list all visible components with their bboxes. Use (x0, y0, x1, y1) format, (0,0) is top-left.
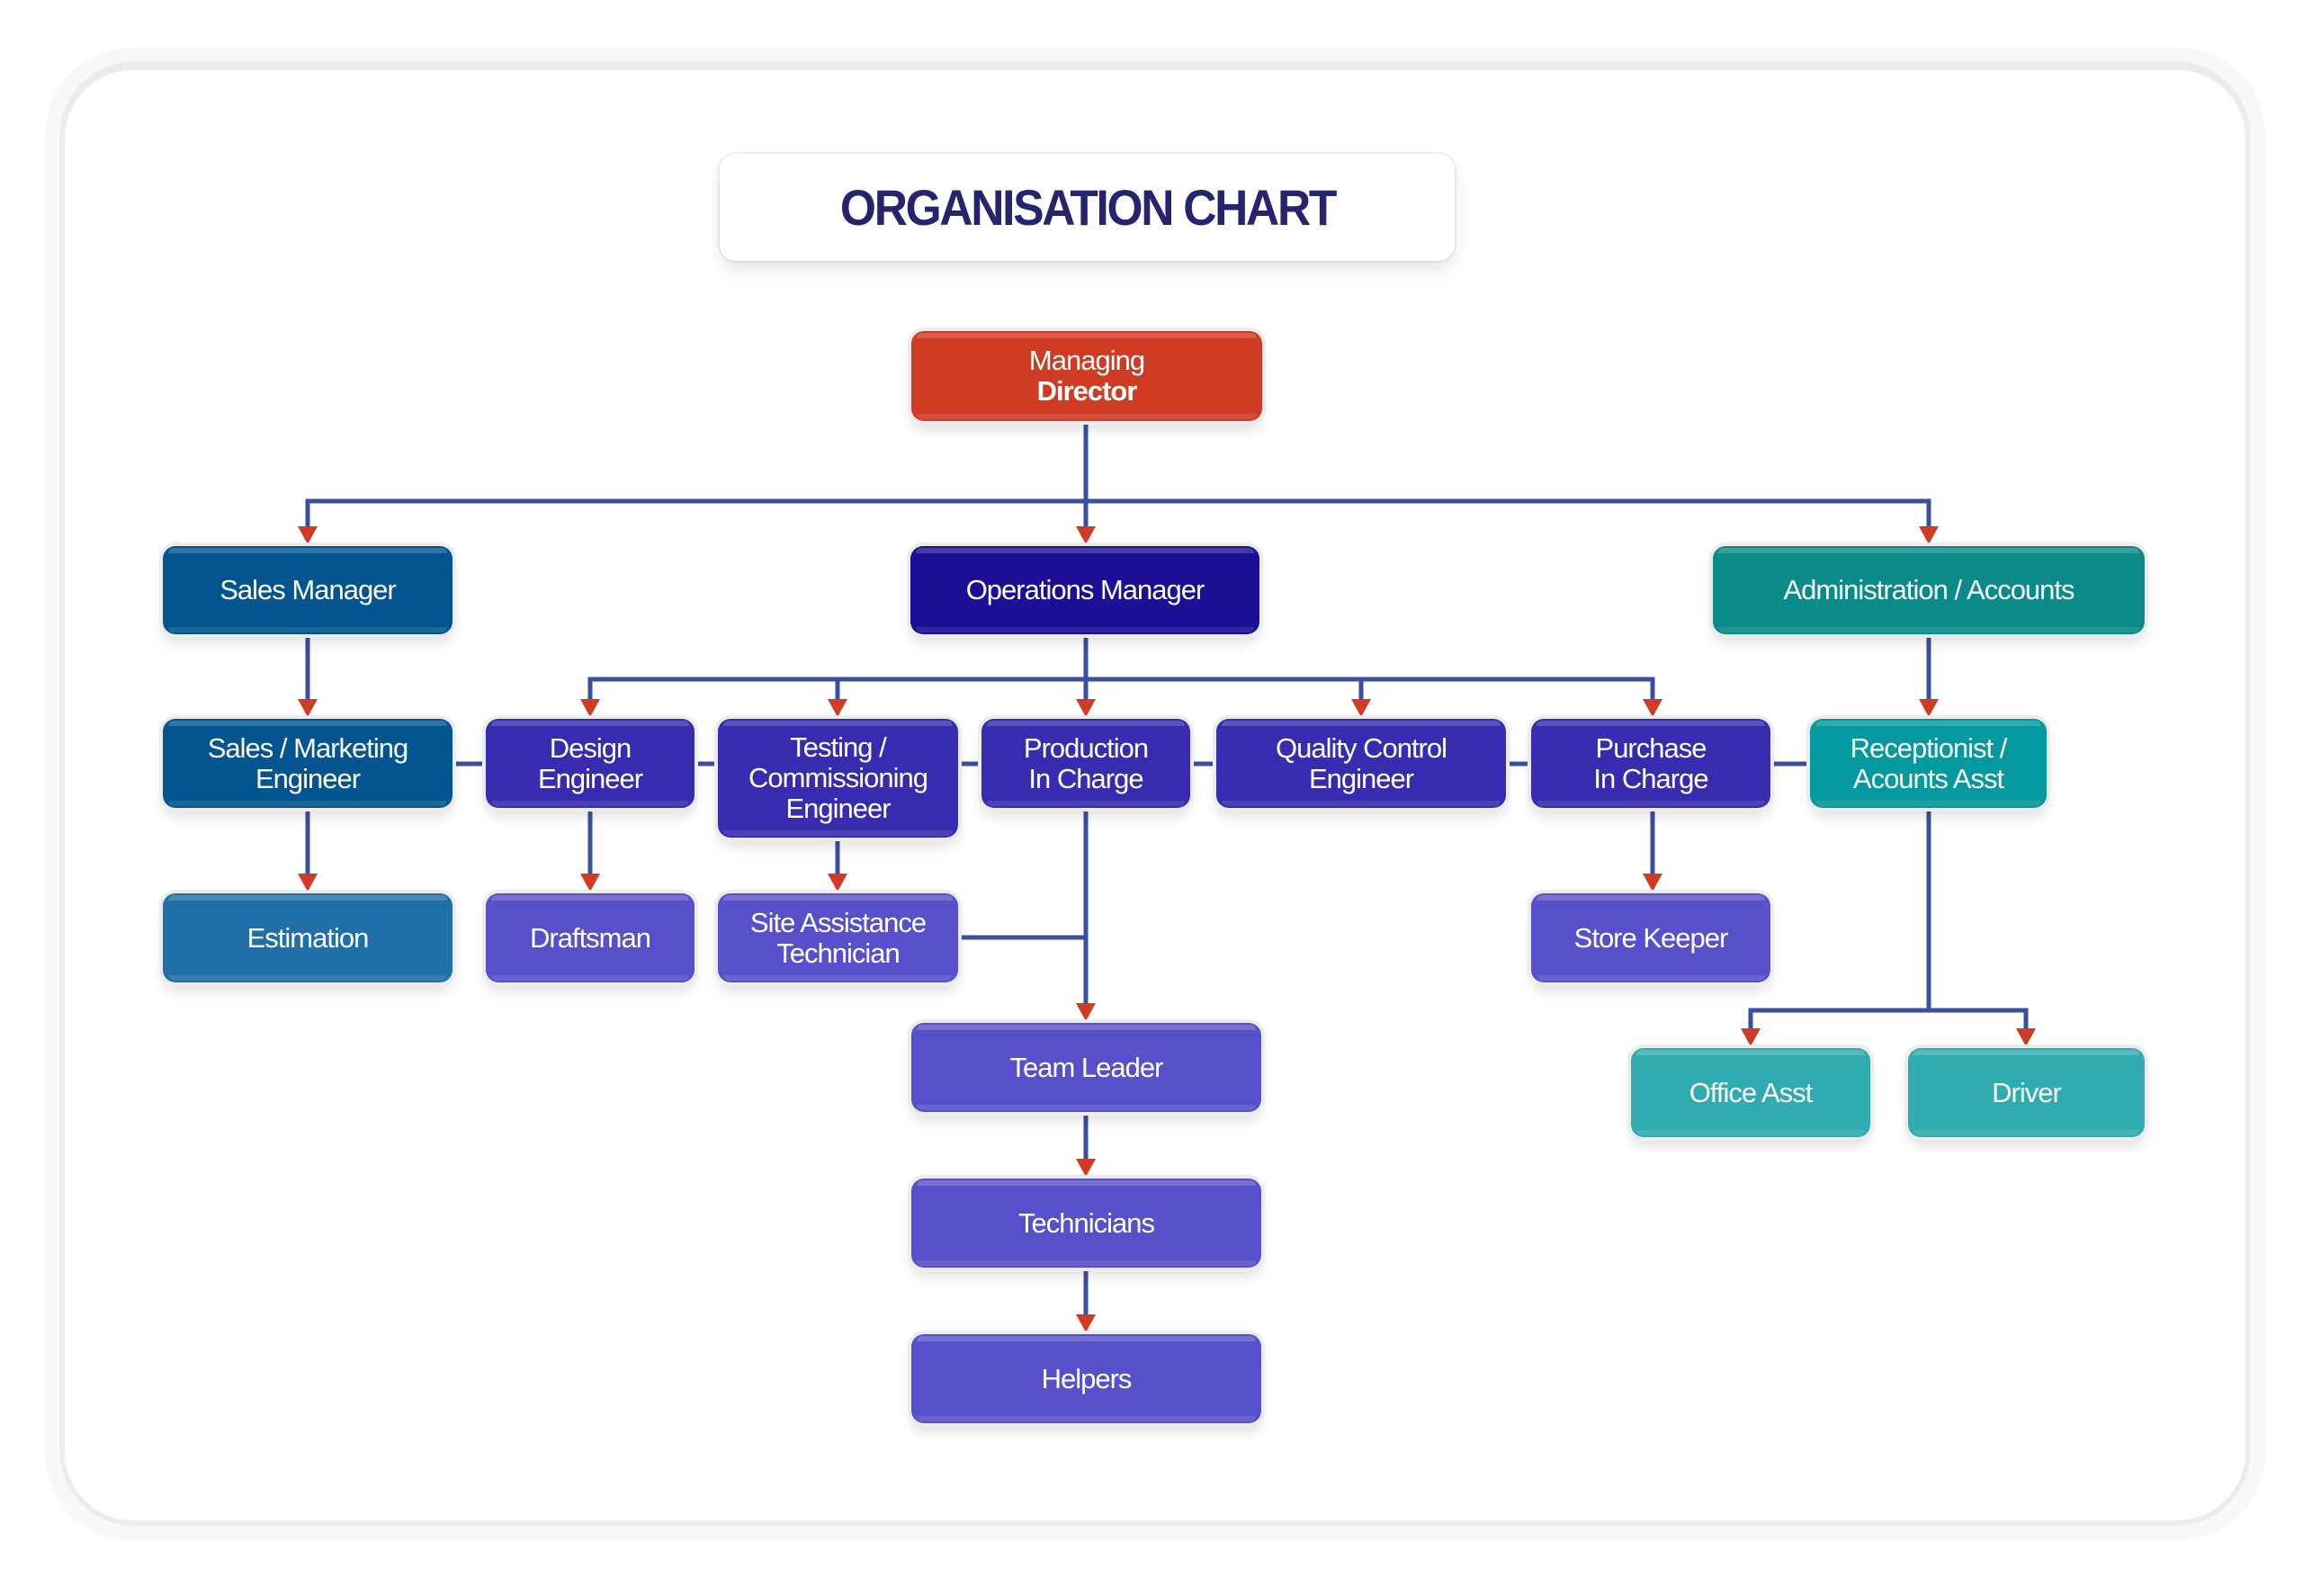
node-label-line1: Design (549, 731, 632, 764)
node-label: Technicians (1018, 1206, 1155, 1239)
node-purchase-in-charge[interactable]: Purchase In Charge (1531, 719, 1770, 808)
arrow-design-engineer (580, 699, 600, 717)
node-label-line2: Technician (776, 937, 900, 969)
node-label-line2: Engineer (1308, 762, 1414, 794)
node-label-line1: Managing (1028, 345, 1145, 376)
node-production-in-charge[interactable]: Production In Charge (981, 719, 1190, 808)
node-label-line3: Engineer (785, 793, 891, 824)
arrow-estimation (298, 874, 318, 892)
arrow-operations-manager (1076, 526, 1096, 544)
arrow-team-leader (1076, 1003, 1096, 1021)
arrow-technicians (1076, 1159, 1096, 1177)
node-label: Driver (1992, 1076, 2062, 1108)
node-label-line1: Sales / Marketing (207, 731, 408, 764)
arrow-administration (1919, 526, 1939, 544)
arrow-testing-engineer (828, 699, 847, 717)
node-label-line2: Commissioning (748, 762, 928, 794)
arrow-purchase (1643, 699, 1662, 717)
node-office-asst[interactable]: Office Asst (1631, 1048, 1870, 1137)
node-quality-control-engineer[interactable]: Quality Control Engineer (1216, 719, 1506, 808)
node-helpers[interactable]: Helpers (911, 1334, 1261, 1423)
node-label: Administration / Accounts (1783, 574, 2074, 605)
arrow-site-assistance (828, 874, 847, 892)
node-label-line1: Testing / (790, 731, 886, 763)
node-label: Sales Manager (220, 574, 397, 605)
node-label-line1: Quality Control (1275, 731, 1447, 764)
node-label-line1: Purchase (1595, 731, 1707, 764)
node-driver[interactable]: Driver (1908, 1048, 2145, 1137)
node-site-assistance-technician[interactable]: Site Assistance Technician (718, 893, 958, 982)
connector-ops-bus (587, 677, 1655, 700)
node-label: Office Asst (1689, 1076, 1814, 1108)
title-card: ORGANISATION CHART (720, 154, 1455, 261)
node-label: Estimation (246, 921, 370, 954)
arrow-driver (2016, 1028, 2036, 1046)
page-title: ORGANISATION CHART (839, 179, 1336, 236)
arrow-helpers (1076, 1314, 1096, 1332)
node-label: Team Leader (1009, 1051, 1164, 1083)
node-label-line2: Engineer (537, 762, 643, 794)
node-administration-accounts[interactable]: Administration / Accounts (1713, 546, 2145, 634)
node-label-line2: Director (1036, 375, 1138, 407)
arrow-quality-control (1351, 699, 1371, 717)
node-sales-marketing-engineer[interactable]: Sales / Marketing Engineer (163, 719, 453, 808)
node-store-keeper[interactable]: Store Keeper (1531, 893, 1770, 982)
arrow-office-asst (1741, 1028, 1761, 1046)
node-label-line1: Production (1023, 731, 1149, 764)
arrow-sales-manager (298, 526, 318, 544)
node-managing-director[interactable]: Managing Director (911, 331, 1262, 421)
node-label-line1: Site Assistance (749, 906, 927, 938)
arrow-store-keeper (1643, 874, 1662, 892)
arrow-draftsman (580, 874, 600, 892)
node-design-engineer[interactable]: Design Engineer (486, 719, 694, 808)
node-label-line2: Acounts Asst (1852, 762, 2004, 794)
arrow-sales-marketing-engineer (298, 699, 318, 717)
node-label-line1: Receptionist / (1850, 731, 2008, 764)
node-testing-commissioning-engineer[interactable]: Testing / Commissioning Engineer (718, 719, 958, 838)
arrow-production (1076, 699, 1096, 717)
node-operations-manager[interactable]: Operations Manager (910, 546, 1259, 634)
node-label-line2: In Charge (1593, 762, 1708, 794)
node-draftsman[interactable]: Draftsman (486, 893, 694, 982)
connector-md-bus (305, 498, 1931, 526)
node-label: Helpers (1041, 1362, 1133, 1394)
node-sales-manager[interactable]: Sales Manager (163, 546, 453, 634)
connector-receptionist-bus (1748, 1008, 2029, 1028)
node-estimation[interactable]: Estimation (163, 893, 453, 982)
node-label: Store Keeper (1573, 921, 1729, 954)
node-team-leader[interactable]: Team Leader (911, 1023, 1261, 1112)
node-label-line2: Engineer (255, 762, 361, 794)
node-label-line2: In Charge (1028, 762, 1143, 794)
node-label: Operations Manager (965, 574, 1205, 605)
node-technicians[interactable]: Technicians (911, 1179, 1261, 1268)
arrow-receptionist (1919, 699, 1939, 717)
node-label: Draftsman (530, 921, 651, 954)
node-receptionist-accounts-asst[interactable]: Receptionist / Acounts Asst (1810, 719, 2047, 808)
